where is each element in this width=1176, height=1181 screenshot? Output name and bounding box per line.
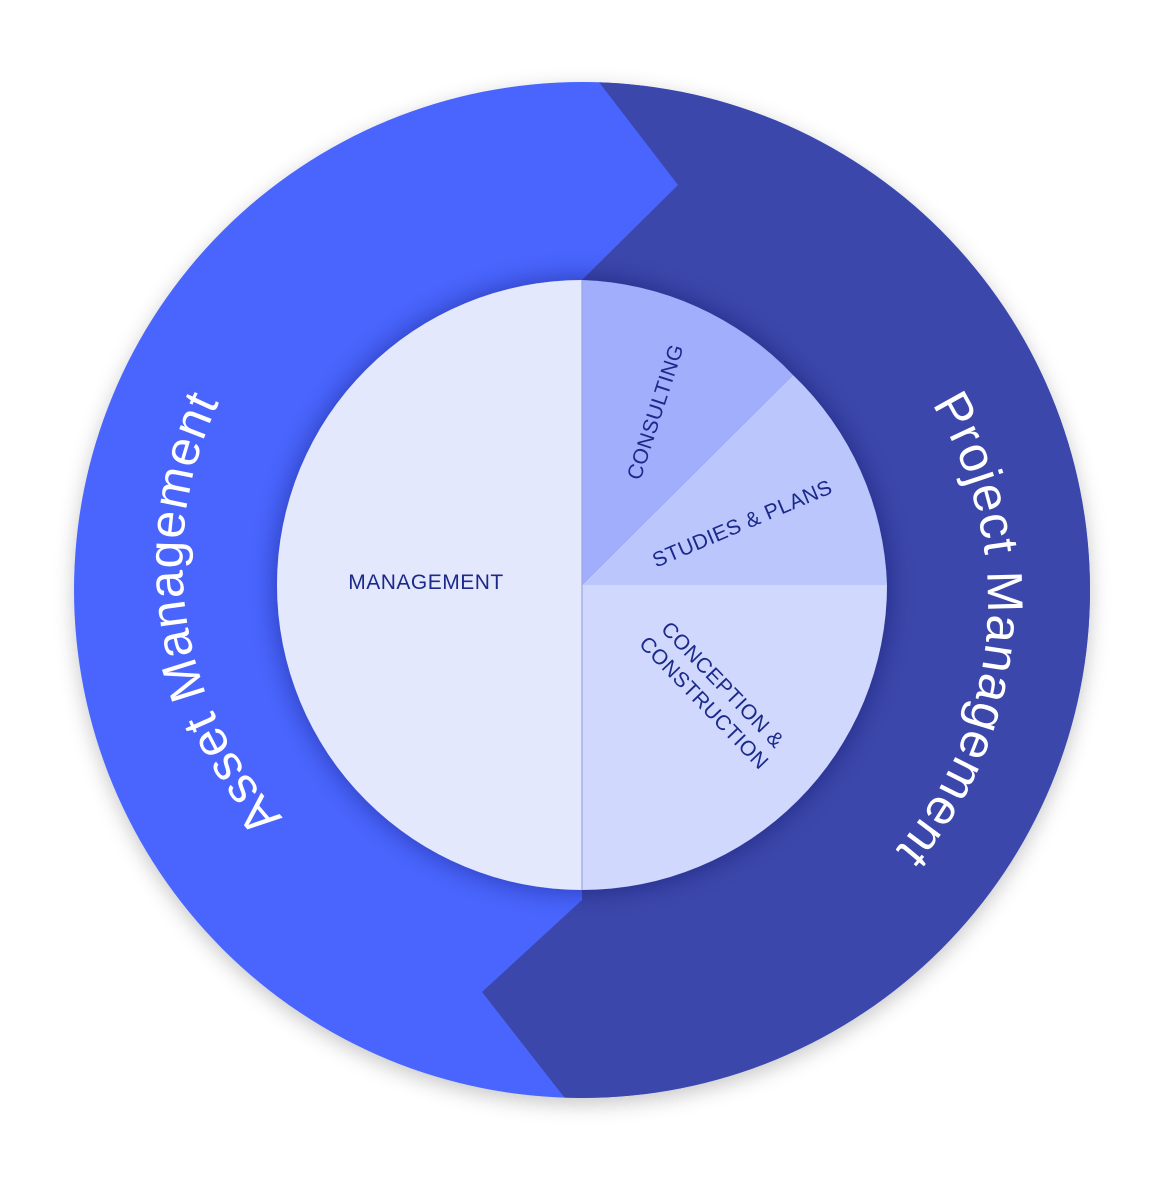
inner-pie — [277, 280, 887, 890]
consulting-segment — [582, 280, 793, 585]
management-label: MANAGEMENT — [348, 571, 504, 594]
conception-construction-segment — [582, 585, 887, 890]
management-segment — [277, 280, 582, 890]
studies-plans-segment — [582, 375, 887, 585]
